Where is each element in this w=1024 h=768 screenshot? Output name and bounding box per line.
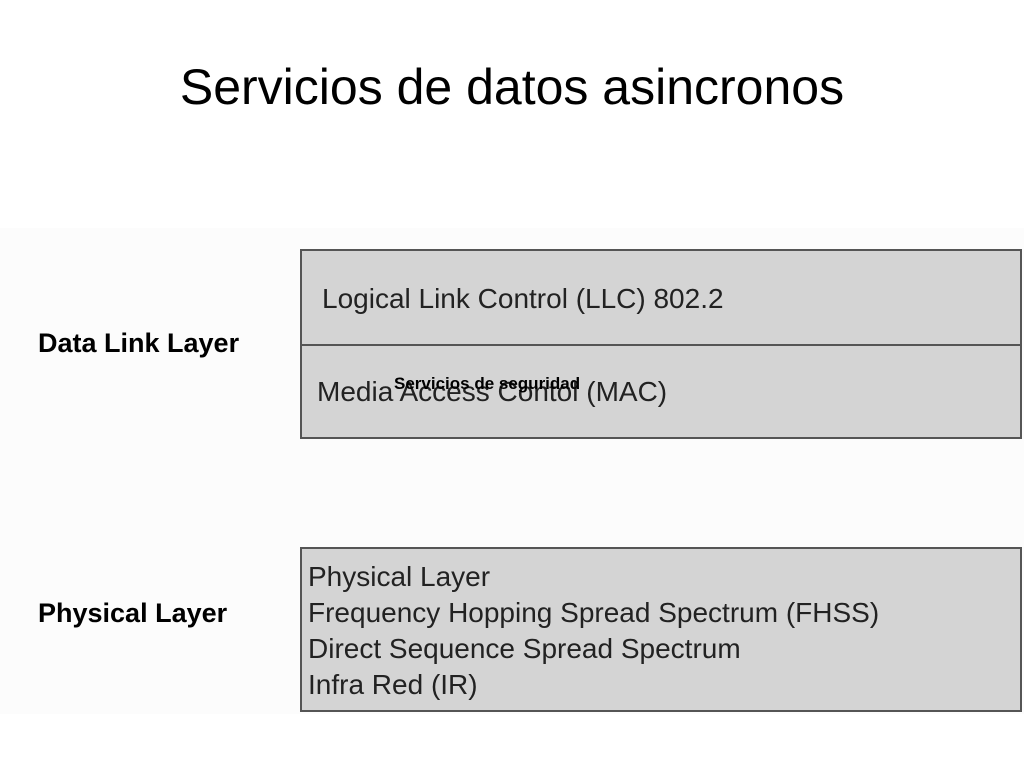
- mac-label: Media Access Contol (MAC): [317, 376, 668, 407]
- dsss-line: Direct Sequence Spread Spectrum: [308, 633, 741, 664]
- physical-layer-box: Physical Layer Frequency Hopping Spread …: [300, 547, 1022, 712]
- layer-diagram: Data Link Layer Logical Link Control (LL…: [0, 228, 1024, 714]
- slide-title: Servicios de datos asincronos: [179, 59, 845, 115]
- mac-box: Media Access Contol (MAC): [300, 344, 1022, 439]
- physical-layer-line: Physical Layer: [308, 561, 491, 592]
- overlay-caption: Servicios de seguridad: [394, 374, 581, 393]
- fhss-line: Frequency Hopping Spread Spectrum (FHSS): [308, 597, 880, 628]
- physical-layer-list: Physical Layer Frequency Hopping Spread …: [308, 559, 879, 703]
- llc-box: Logical Link Control (LLC) 802.2: [300, 249, 1022, 346]
- data-link-layer-label: Data Link Layer: [38, 328, 240, 358]
- physical-layer-label: Physical Layer: [38, 598, 228, 628]
- llc-label: Logical Link Control (LLC) 802.2: [322, 283, 724, 314]
- infra-red-line: Infra Red (IR): [308, 669, 478, 700]
